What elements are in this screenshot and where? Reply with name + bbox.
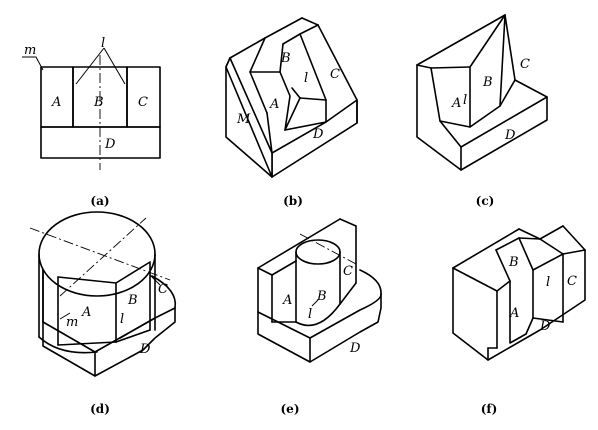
caption-b: (b) [283,194,303,208]
caption-e: (e) [281,402,300,416]
label-A-e: A [282,293,292,308]
label-A-f: A [509,306,519,321]
label-m-d: m [66,315,78,330]
caption-a: (a) [90,194,109,208]
view-d: C B l A m D [29,211,177,377]
view-e: C A B l D [257,218,382,363]
label-B-e: B [316,289,327,304]
view-b: B l C A M D [225,17,358,178]
label-B-c: B [482,75,493,90]
view-c: A l B C D [416,14,548,171]
label-l-b: l [304,71,308,86]
label-B-a: B [93,95,104,110]
label-m-a: m [24,43,36,58]
caption-f: (f) [481,402,498,416]
label-C-c: C [520,57,530,72]
label-A-c: A [451,96,461,111]
label-D-a: D [104,137,116,152]
label-C-e: C [343,264,353,279]
label-D-f: D [539,319,551,334]
caption-c: (c) [476,194,495,208]
view-a: m l A B C D [22,36,161,170]
view-f: B l C A D [452,225,586,361]
caption-d: (d) [90,402,110,416]
label-l-a: l [101,36,105,51]
label-l-e: l [308,307,312,322]
label-B-d: B [127,293,138,308]
label-D-e: D [349,341,361,356]
label-C-a: C [138,95,148,110]
label-D-b: D [312,127,324,142]
label-l-c: l [463,93,467,108]
label-D-c: D [504,128,516,143]
label-C-b: C [330,67,340,82]
label-A-b: A [269,97,279,112]
label-C-f: C [567,274,577,289]
label-B-f: B [508,255,519,270]
label-A-d: A [81,305,91,320]
label-l-d: l [120,312,124,327]
label-M-b: M [236,112,251,127]
label-A-a: A [51,95,61,110]
label-C-d: C [158,282,168,297]
label-l-f: l [546,275,550,290]
label-B-b: B [280,51,291,66]
label-D-d: D [139,342,151,357]
